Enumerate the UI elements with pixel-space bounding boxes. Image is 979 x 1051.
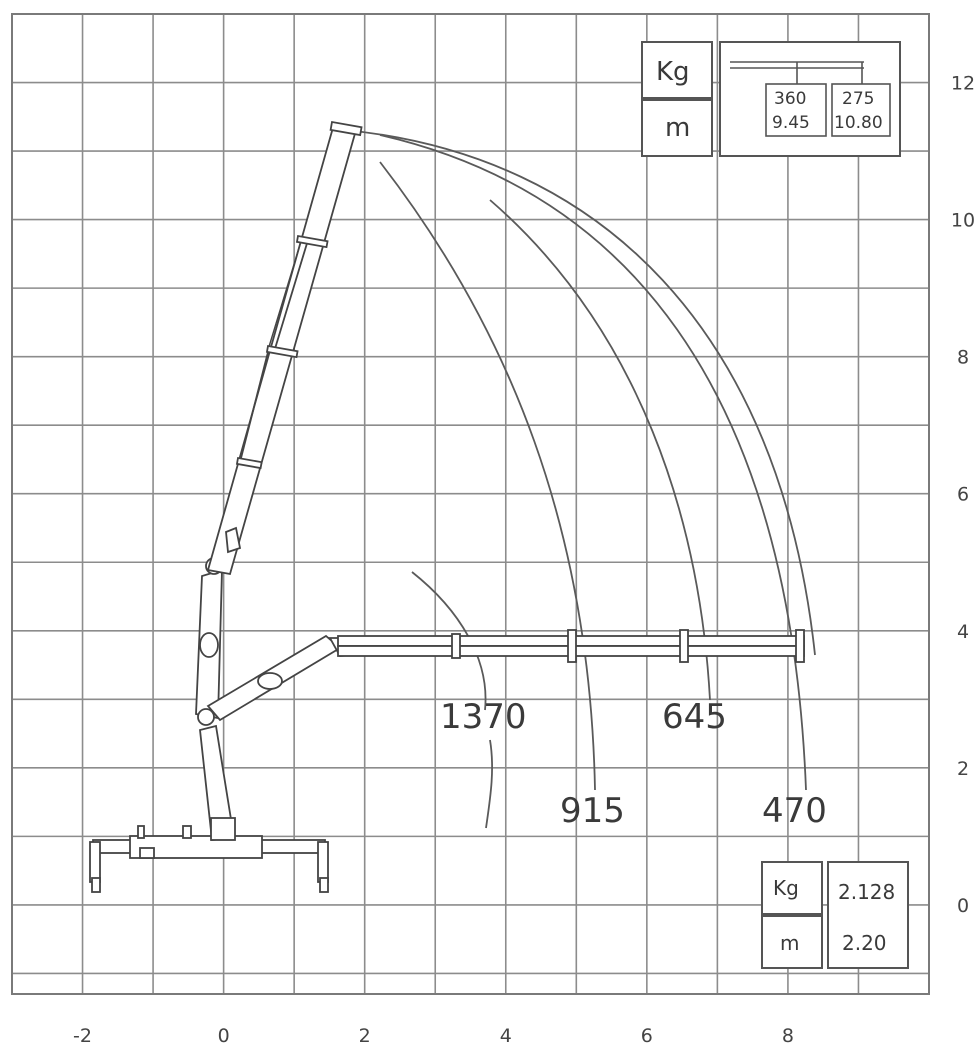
curve-1370-lower	[485, 739, 493, 829]
base-box: Kg m 2.128 2.20	[761, 861, 909, 969]
top-entry-2-kg: 275	[842, 89, 874, 109]
base-m-label: m	[780, 931, 799, 955]
base-values-panel	[827, 861, 909, 969]
x-tick-label: 2	[359, 1025, 371, 1047]
x-tick-label: 6	[641, 1025, 653, 1047]
curve-label-645: 645	[662, 697, 727, 737]
crane-illustration	[89, 120, 805, 893]
curve-outer-envelope	[344, 129, 816, 656]
curve-470	[379, 134, 807, 791]
curve-645	[489, 199, 711, 701]
base-kg-value: 2.128	[838, 880, 895, 904]
top-kg-cell	[641, 41, 713, 99]
y-tick-label: 4	[957, 621, 969, 643]
top-m-cell	[641, 99, 713, 157]
x-axis-ticks: -2 0 2 4 6 8	[73, 1025, 794, 1047]
top-m-label: m	[665, 113, 690, 143]
base-m-value: 2.20	[842, 931, 887, 955]
top-entry-2-m: 10.80	[834, 113, 883, 133]
x-tick-label: 0	[218, 1025, 230, 1047]
curve-label-470: 470	[762, 791, 827, 831]
outer-reach-box: Kg m 360 9.45 275 10.80	[641, 41, 901, 157]
curve-label-915: 915	[560, 791, 625, 831]
curve-915	[379, 161, 596, 791]
x-tick-label: 8	[782, 1025, 794, 1047]
x-tick-label: -2	[73, 1025, 92, 1047]
load-curves	[344, 129, 816, 829]
y-tick-label: 2	[957, 758, 969, 780]
crane-base-body	[129, 835, 263, 859]
y-tick-label: 10	[951, 210, 975, 232]
base-kg-cell	[761, 861, 823, 915]
x-tick-label: 4	[500, 1025, 512, 1047]
top-kg-label: Kg	[656, 57, 690, 87]
base-kg-label: Kg	[773, 876, 799, 900]
y-tick-label: 8	[957, 347, 969, 369]
y-axis-ticks: 0 2 4 6 8 10 12	[951, 73, 975, 917]
top-entry-1-m: 9.45	[772, 113, 810, 133]
y-tick-label: 12	[951, 73, 975, 95]
base-m-cell	[761, 915, 823, 969]
y-tick-label: 6	[957, 484, 969, 506]
top-entry-1-kg: 360	[774, 89, 806, 109]
plot-frame	[11, 13, 930, 995]
curve-label-1370: 1370	[440, 697, 527, 737]
y-tick-label: 0	[957, 895, 969, 917]
